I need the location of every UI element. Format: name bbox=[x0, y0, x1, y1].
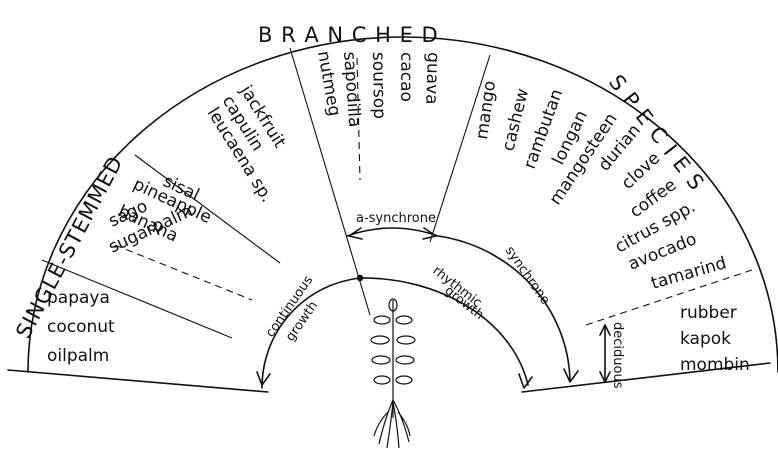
label-synchrone: synchrone bbox=[502, 244, 553, 308]
synchrone-arrow bbox=[564, 369, 578, 382]
synchrone-arc bbox=[438, 236, 570, 380]
species-guava: guava bbox=[421, 52, 443, 105]
species-mango: mango bbox=[472, 80, 500, 141]
species-soursop: soursop bbox=[368, 52, 389, 119]
species-rubber: rubber bbox=[680, 303, 737, 323]
label-deciduous: deciduous bbox=[610, 322, 625, 389]
species-coconut: coconut bbox=[47, 317, 115, 337]
species-papaya: papaya bbox=[47, 288, 110, 308]
dashed-divider-sago bbox=[115, 245, 252, 300]
arc-junction-dot bbox=[357, 275, 363, 281]
species-mombin: mombin bbox=[680, 355, 750, 375]
species-sapodilla: sapodilla bbox=[339, 51, 364, 128]
label-a-synchrone: a-synchrone bbox=[356, 211, 436, 226]
baseline-left bbox=[8, 370, 268, 392]
a-synchrone-arc bbox=[347, 228, 438, 236]
species-oilpalm: oilpalm bbox=[47, 346, 109, 366]
seedling-icon bbox=[371, 299, 415, 448]
title-branched: B R A N C H E D bbox=[258, 23, 439, 47]
species-cacao: cacao bbox=[396, 52, 416, 102]
species-kapok: kapok bbox=[680, 329, 731, 349]
